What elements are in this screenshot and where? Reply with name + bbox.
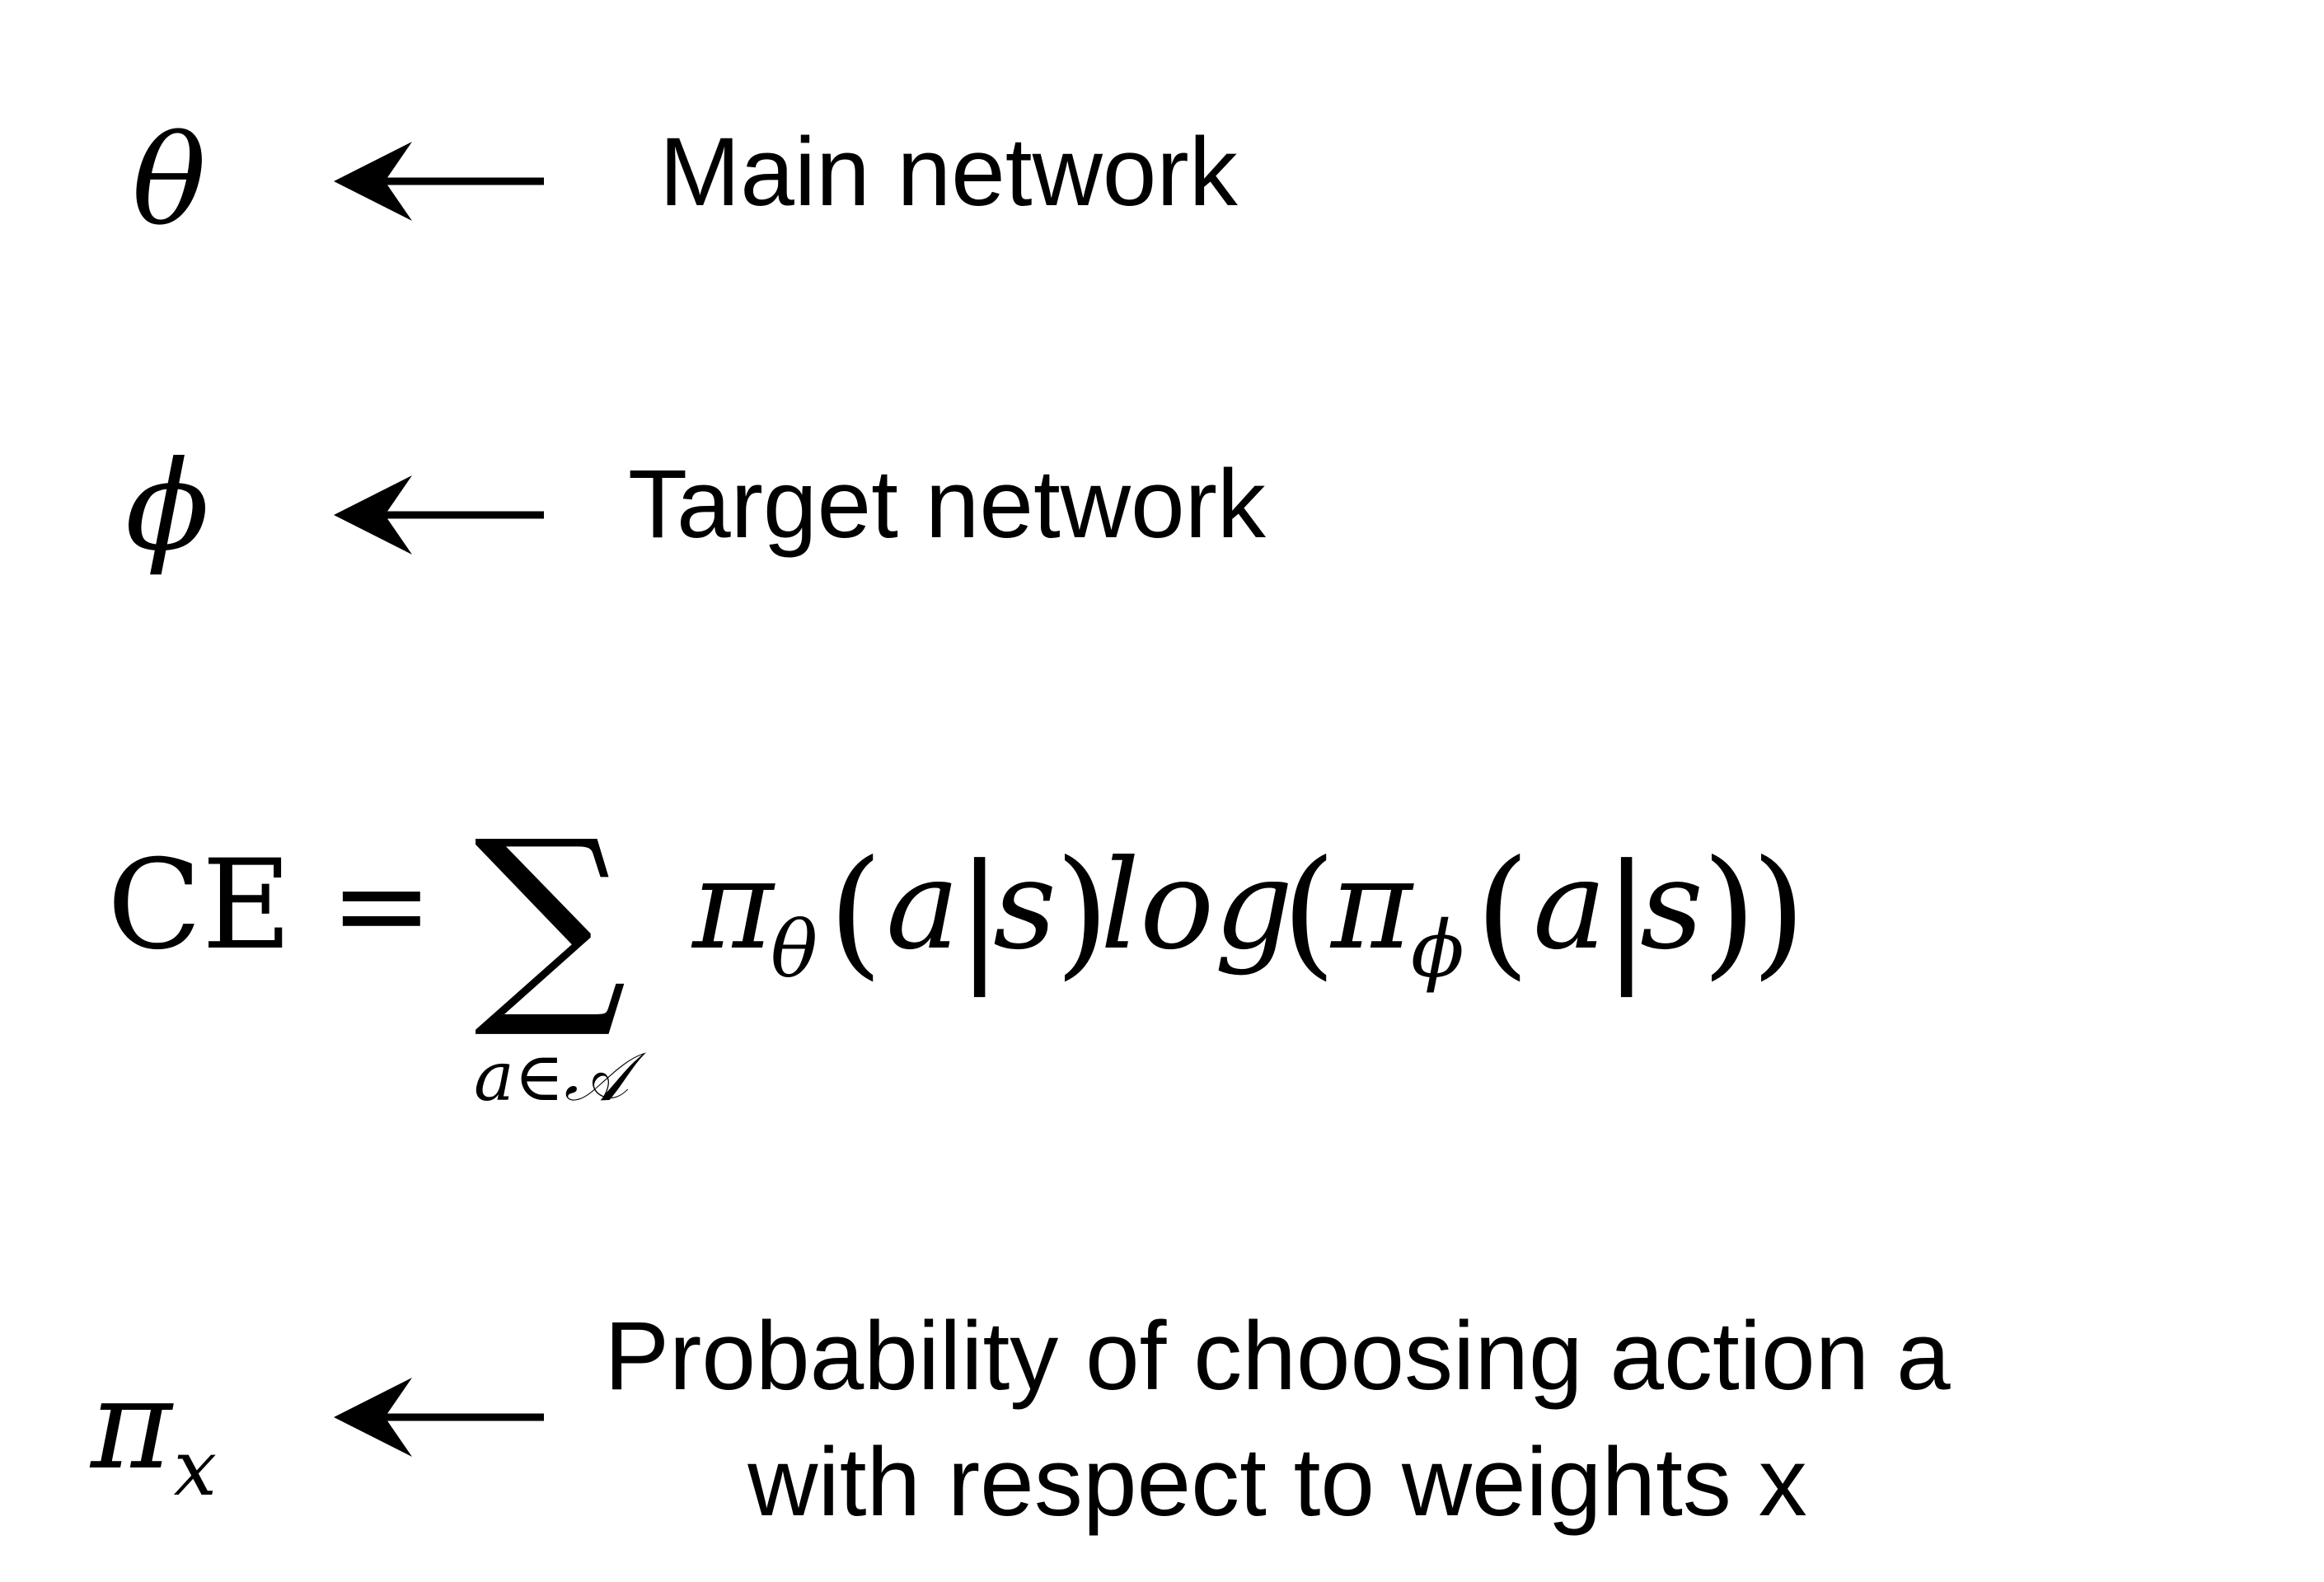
probability-label-line-1: Probability of choosing action a [604,1302,1951,1411]
theta-symbol: θ [132,119,206,243]
probability-label-line-2: with respect to weights x [747,1428,1807,1538]
x-subscript: x [173,1423,218,1513]
pi-x-symbol: πx [91,1364,217,1507]
theta-glyph: θ [132,110,207,253]
eq-bar-1: | [956,835,1003,998]
phi-symbol: ϕ [125,445,209,569]
cross-entropy-equation: CE = ∑ a∈𝒜 π θ ( a | s ) log ( π ϕ ( a |… [107,795,1806,1116]
eq-pi-1: π [691,834,775,977]
eq-pi-2: π [1329,834,1414,977]
eq-s-1: s [993,834,1057,977]
eq-sum-index: a∈𝒜 [474,1038,647,1116]
eq-paren-close-3: ) [1751,831,1806,994]
arrow-left-icon [334,475,544,555]
eq-equals: = [330,834,433,977]
eq-paren-close-1: ) [1055,831,1109,994]
target-network-label: Target network [628,450,1266,559]
eq-paren-open-2: ( [1281,831,1336,994]
phi-glyph: ϕ [125,435,210,578]
pi-glyph: π [91,1354,172,1497]
eq-lhs: CE [107,834,292,977]
eq-a-1: a [886,834,959,977]
eq-log: log [1100,834,1293,977]
eq-paren-open-1: ( [828,831,883,994]
arrow-left-icon [334,1378,544,1457]
eq-paren-close-2: ) [1702,831,1756,994]
eq-phi-sub: ϕ [1411,905,1464,995]
eq-paren-open-3: ( [1475,831,1530,994]
eq-a-2: a [1533,834,1606,977]
eq-sum-symbol: ∑ [474,795,627,1044]
arrow-left-icon [334,142,544,221]
probability-label: Probability of choosing action a with re… [569,1294,1986,1547]
eq-theta-sub: θ [771,905,818,995]
main-network-label: Main network [659,118,1238,227]
eq-s-2: s [1640,834,1703,977]
eq-bar-2: | [1603,835,1650,998]
